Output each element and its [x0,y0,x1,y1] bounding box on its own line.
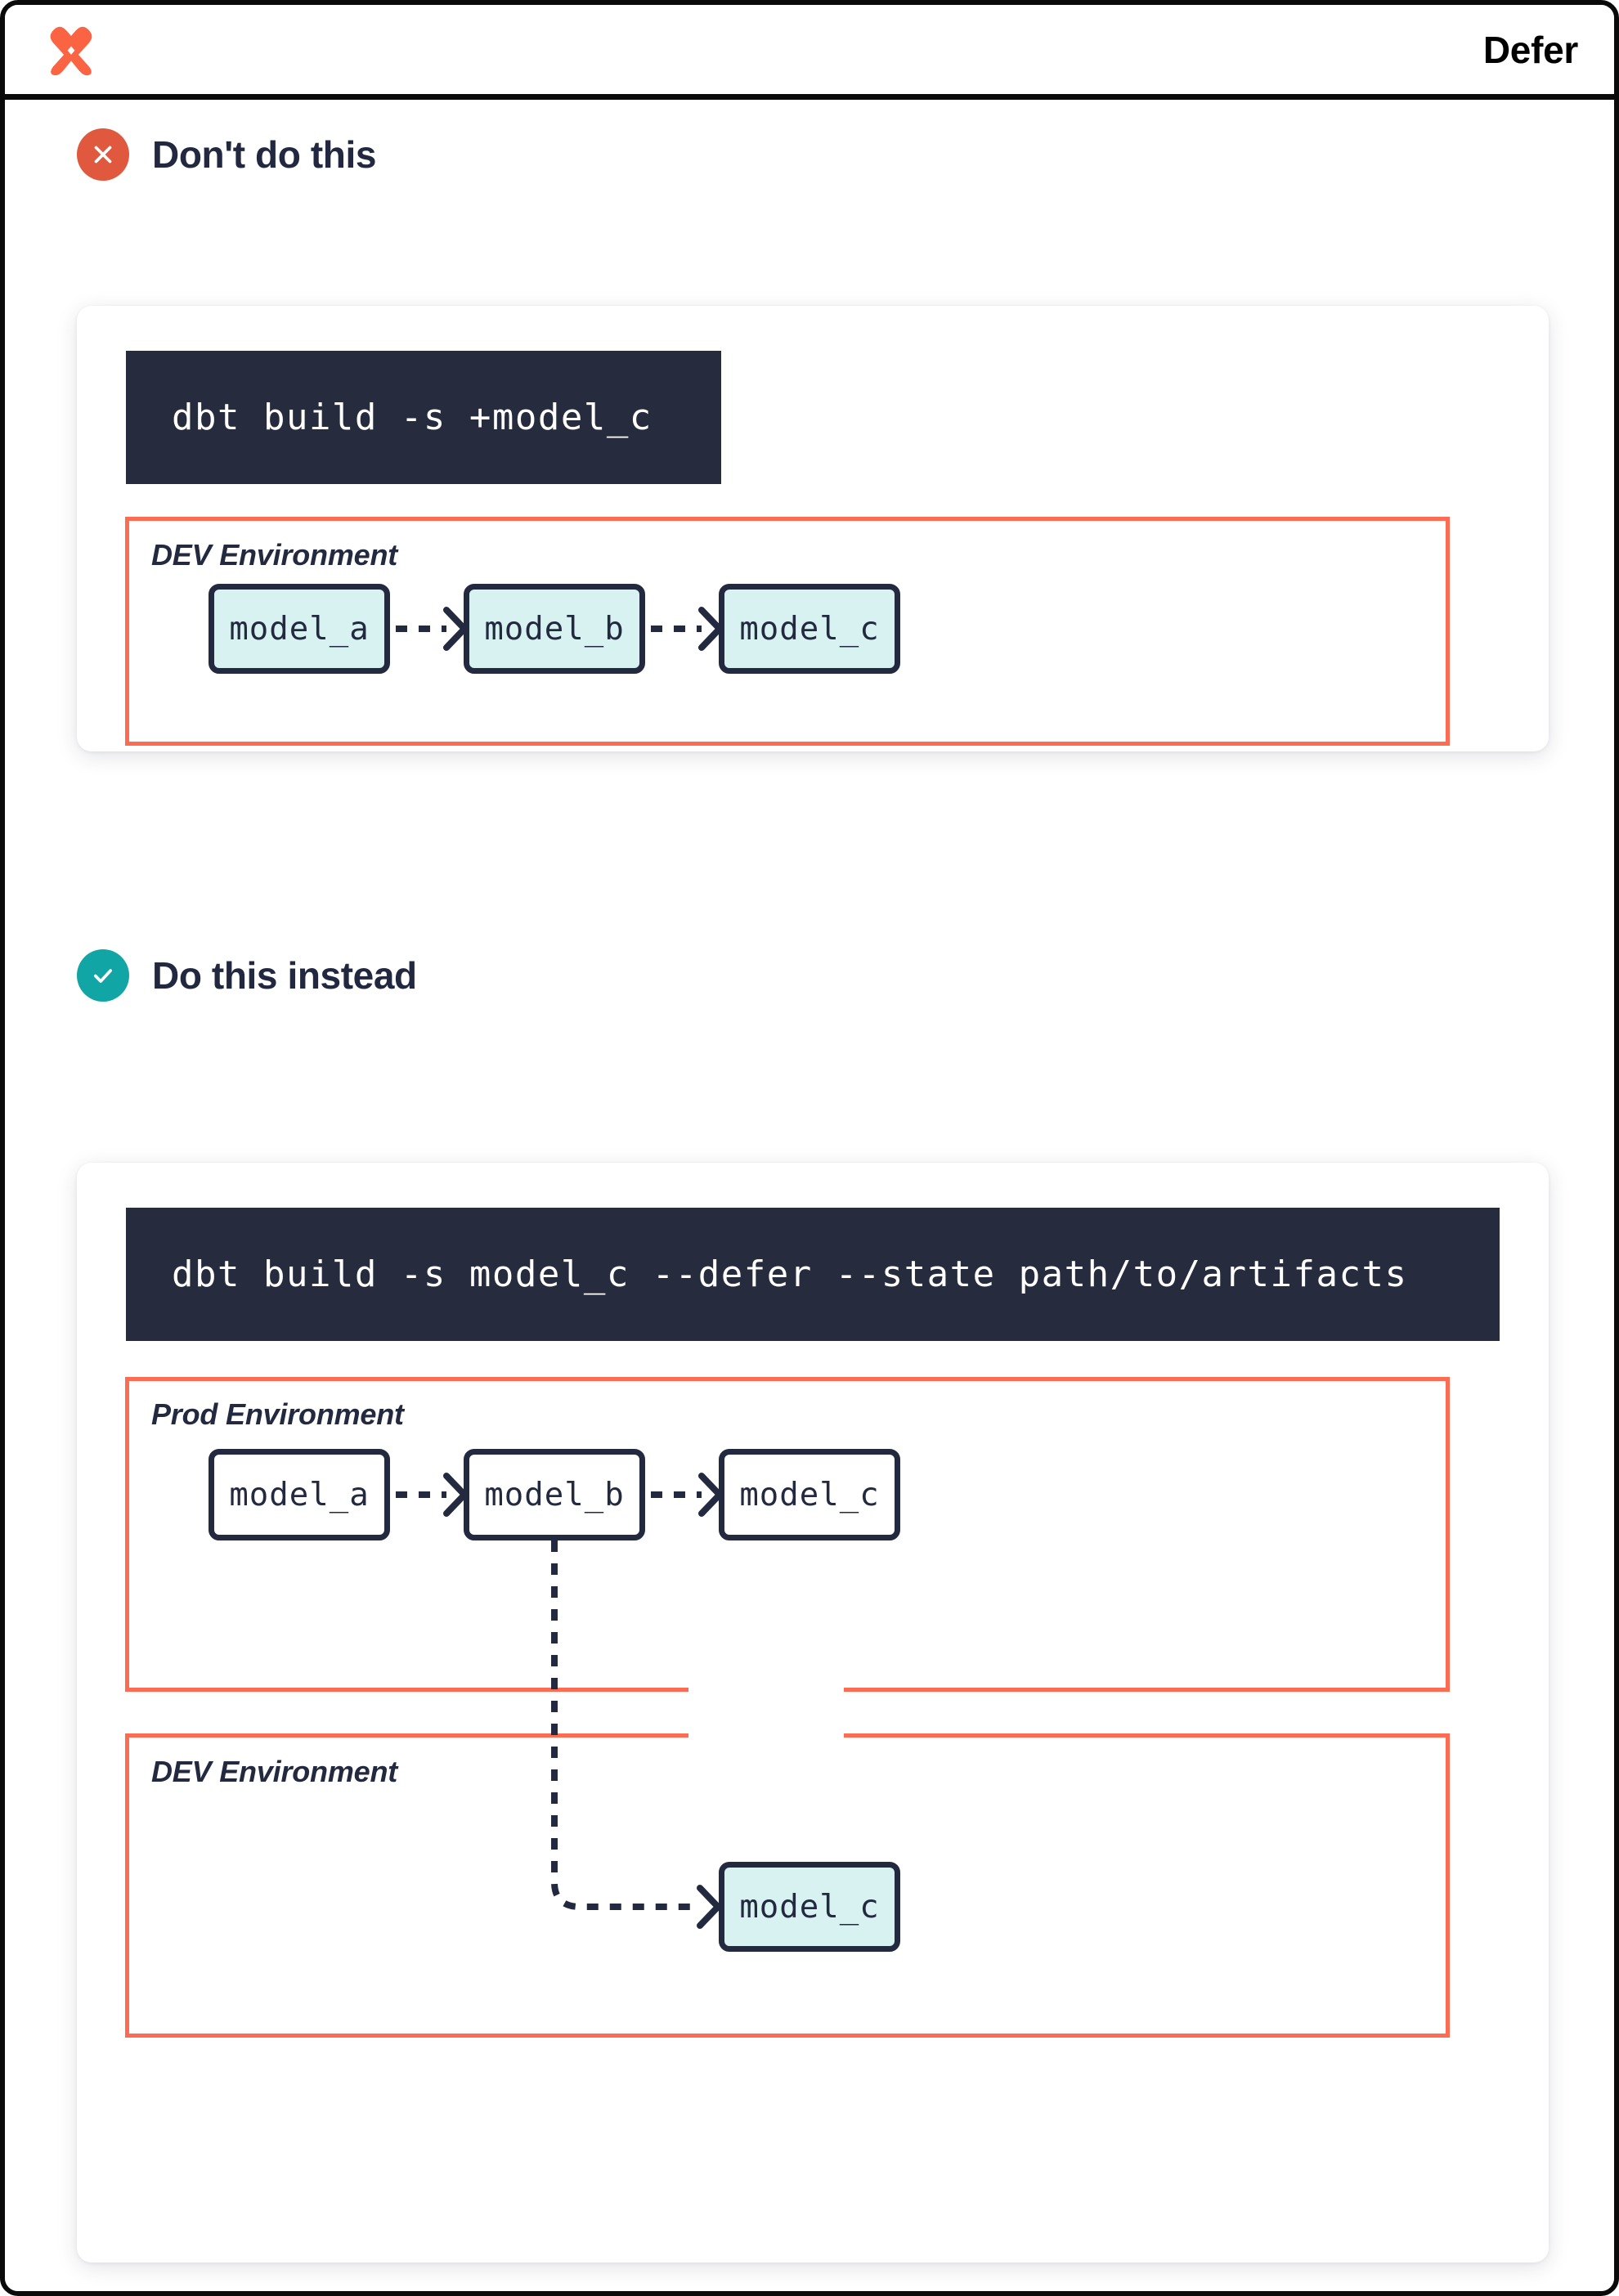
code-text-do: dbt build -s model_c --defer --state pat… [172,1253,1408,1295]
section-title-do: Do this instead [152,954,417,997]
code-text-dont: dbt build -s +model_c [172,396,653,438]
model-node-dont-model-c[interactable]: model_c [719,584,900,674]
model-node-prod-model-c[interactable]: model_c [719,1449,900,1540]
model-node-label: model_a [229,1476,370,1513]
env-label-do-prod: Prod Environment [151,1397,404,1431]
card-do: dbt build -s model_c --defer --state pat… [77,1163,1549,2262]
model-node-prod-model-b[interactable]: model_b [464,1449,645,1540]
dbt-logo-icon [41,20,101,80]
x-circle-icon [77,128,129,181]
card-dont: dbt build -s +model_c DEV Environment mo… [77,306,1549,751]
model-node-label: model_b [484,610,625,648]
code-block-dont: dbt build -s +model_c [126,351,721,484]
model-node-prod-model-a[interactable]: model_a [209,1449,390,1540]
code-block-do: dbt build -s model_c --defer --state pat… [126,1208,1500,1341]
model-node-label: model_a [229,610,370,648]
model-node-label: model_c [739,1888,880,1926]
page-title: Defer [1482,28,1578,71]
env-label-do-dev: DEV Environment [151,1755,398,1788]
model-node-dev-model-c[interactable]: model_c [719,1862,900,1952]
body-area: Don't do this dbt build -s +model_c DEV … [5,105,1614,2291]
check-circle-icon [77,949,129,1002]
section-title-dont: Don't do this [152,133,377,176]
env-box-dont-dev [125,517,1450,746]
model-node-dont-model-a[interactable]: model_a [209,584,390,674]
border-gap-dev-top [688,1729,844,1745]
page-header: Defer [5,5,1614,100]
env-label-dont-dev: DEV Environment [151,538,398,572]
model-node-label: model_c [739,1476,880,1513]
connector-arrows-dont [396,607,723,651]
model-node-label: model_b [484,1476,625,1513]
section-heading-do: Do this instead [77,949,417,1002]
section-heading-dont: Don't do this [77,128,376,181]
model-node-dont-model-b[interactable]: model_b [464,584,645,674]
model-node-label: model_c [739,610,880,648]
border-gap-prod-bottom [688,1684,844,1700]
connector-arrows-do [396,1473,723,1929]
